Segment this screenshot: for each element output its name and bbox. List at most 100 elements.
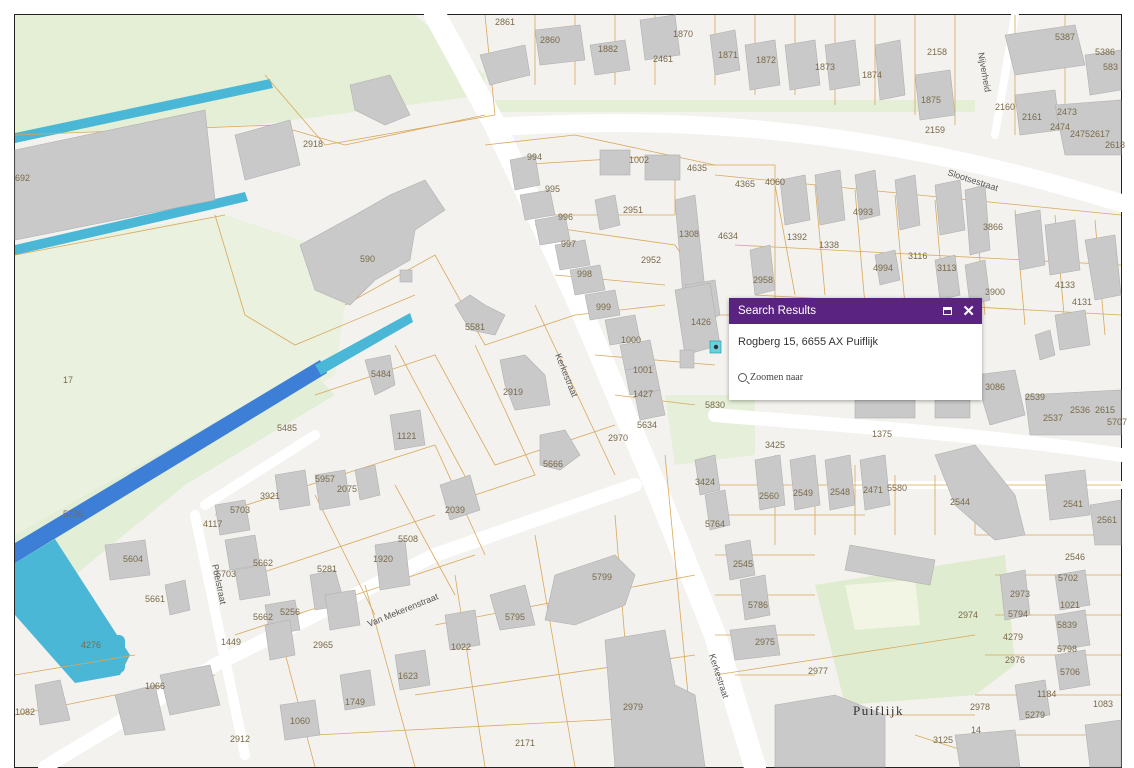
- parcel-label: 1021: [1060, 600, 1080, 610]
- parcel-label: 1874: [862, 70, 882, 80]
- parcel-label: 2861: [495, 17, 515, 27]
- parcel-label: 5706: [63, 509, 83, 519]
- parcel-label: 14: [971, 725, 981, 735]
- parcel-label: 5794: [1008, 609, 1028, 619]
- search-results-popup: Search Results ✕ Rogberg 15, 6655 AX Pui…: [729, 298, 982, 400]
- parcel-label: 5386: [1095, 47, 1115, 57]
- parcel-label: 996: [558, 212, 573, 222]
- parcel-label: 3425: [765, 440, 785, 450]
- parcel-label: 1121: [397, 431, 416, 441]
- parcel-label: 2560: [759, 491, 779, 501]
- parcel-label: 5707: [1107, 417, 1127, 427]
- parcel-label: 2161: [1022, 112, 1042, 122]
- parcel-label: 4133: [1055, 280, 1075, 290]
- parcel-label: 2979: [623, 702, 643, 712]
- parcel-label: 998: [577, 269, 592, 279]
- parcel-label: 1022: [451, 642, 471, 652]
- parcel-label: 2860: [540, 35, 560, 45]
- parcel-label: 2977: [808, 666, 828, 676]
- parcel-label: 1873: [815, 62, 835, 72]
- parcel-label: 1000: [621, 335, 641, 345]
- parcel-label: 583: [1103, 62, 1118, 72]
- parcel-number-labels: 2861 2860 1882 2461 1870 1871 1872 1873 …: [15, 17, 1127, 748]
- parcel-label: 1449: [221, 637, 241, 647]
- parcel-label: 2471: [863, 485, 883, 495]
- parcel-label: 1882: [598, 44, 618, 54]
- parcel-label: 5580: [887, 483, 907, 493]
- map-frame[interactable]: 2861 2860 1882 2461 1870 1871 1872 1873 …: [14, 4, 1130, 768]
- parcel-label: 3086: [985, 382, 1005, 392]
- parcel-label: 2473: [1057, 107, 1077, 117]
- parcel-label: 3113: [937, 263, 956, 273]
- parcel-label: 1060: [290, 716, 310, 726]
- parcel-label: 2537: [1043, 413, 1063, 423]
- parcel-label: 2958: [753, 275, 773, 285]
- close-icon[interactable]: ✕: [962, 302, 975, 320]
- maximize-icon[interactable]: [943, 307, 953, 315]
- parcel-label: 2474: [1050, 122, 1070, 132]
- parcel-label: 5764: [705, 519, 725, 529]
- parcel-label: 999: [596, 302, 611, 312]
- parcel-label: 2546: [1065, 552, 1085, 562]
- parcel-label: 3921: [260, 491, 280, 501]
- parcel-label: 1872: [756, 55, 776, 65]
- parcel-label: 2039: [445, 505, 465, 515]
- parcel-label: 2461: [653, 54, 673, 64]
- parcel-label: 1870: [673, 29, 693, 39]
- parcel-label: 5604: [123, 554, 143, 564]
- parcel-label: 5786: [748, 600, 768, 610]
- parcel-label: 1083: [1093, 699, 1113, 709]
- parcel-label: 3900: [985, 287, 1005, 297]
- parcel-label: 5703: [216, 569, 236, 579]
- zoom-in-icon: [738, 373, 747, 382]
- zoom-to-link[interactable]: Zoomen naar: [738, 372, 973, 383]
- parcel-label: 5279: [1025, 710, 1045, 720]
- parcel-label: 2536: [1070, 405, 1090, 415]
- parcel-label: 2171: [515, 738, 535, 748]
- parcel-label: 2561: [1097, 515, 1117, 525]
- parcel-label: 2541: [1063, 499, 1083, 509]
- parcel-label: 5256: [280, 607, 300, 617]
- place-name-label: Puiflijk: [853, 703, 904, 718]
- parcel-label: 692: [15, 173, 30, 183]
- parcel-label: 1002: [629, 155, 649, 165]
- parcel-label: 3424: [695, 477, 715, 487]
- parcel-label: 4131: [1072, 297, 1092, 307]
- parcel-label: 4994: [873, 263, 893, 273]
- parcel-label: 995: [545, 184, 560, 194]
- result-address: Rogberg 15, 6655 AX Puiflijk: [738, 336, 879, 348]
- parcel-label: 5706: [1060, 667, 1080, 677]
- parcel-label: 5485: [277, 423, 297, 433]
- parcel-label: 2912: [230, 734, 250, 744]
- parcel-label: 2918: [303, 139, 323, 149]
- parcel-label: 2978: [970, 702, 990, 712]
- parcel-label: 5798: [1057, 644, 1077, 654]
- parcel-label: 2919: [503, 387, 523, 397]
- popup-title: Search Results: [738, 305, 816, 317]
- parcel-label: 1426: [691, 317, 711, 327]
- parcel-label: 4365: [735, 179, 755, 189]
- parcel-label: 5830: [705, 400, 725, 410]
- parcel-label: 4634: [718, 231, 738, 241]
- parcel-label: 2548: [830, 487, 850, 497]
- parcel-label: 5661: [145, 594, 165, 604]
- parcel-label: 2976: [1005, 655, 1025, 665]
- parcel-label: 2617: [1090, 129, 1110, 139]
- parcel-label: 2975: [755, 637, 775, 647]
- parcel-label: 2970: [608, 433, 628, 443]
- parcel-label: 2545: [733, 559, 753, 569]
- parcel-label: 2075: [337, 484, 357, 494]
- parcel-label: 1082: [15, 707, 35, 717]
- parcel-label: 1875: [921, 95, 941, 105]
- parcel-label: 1308: [679, 229, 699, 239]
- parcel-label: 1375: [872, 429, 892, 439]
- parcel-label: 4279: [1003, 632, 1023, 642]
- parcel-label: 1392: [787, 232, 807, 242]
- parcel-label: 1871: [718, 50, 738, 60]
- parcel-label: 1066: [145, 681, 165, 691]
- parcel-label: 2544: [950, 497, 970, 507]
- parcel-label: 5957: [315, 474, 335, 484]
- parcel-label: 1001: [633, 365, 653, 375]
- parcel-label: 2965: [313, 640, 333, 650]
- parcel-label: 4993: [853, 207, 873, 217]
